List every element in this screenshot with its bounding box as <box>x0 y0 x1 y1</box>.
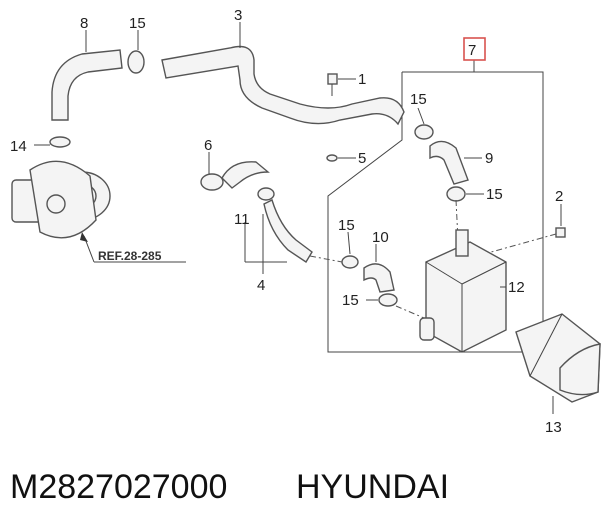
hose-9 <box>429 140 469 185</box>
bolt-1 <box>327 73 338 85</box>
callout-2: 2 <box>555 188 563 205</box>
highlight-box-7 <box>463 37 486 61</box>
callout-12: 12 <box>508 279 525 296</box>
pipe-3 <box>161 45 405 126</box>
callout-9: 9 <box>485 150 493 167</box>
callout-6: 6 <box>204 137 212 154</box>
nut-5 <box>326 154 338 162</box>
callout-5: 5 <box>358 150 366 167</box>
part-number: M2827027000 <box>10 468 227 506</box>
bolt-2 <box>555 227 566 238</box>
reference-label: REF.28-285 <box>98 249 162 263</box>
callout-15b: 15 <box>410 91 427 108</box>
callout-15a: 15 <box>129 15 146 32</box>
callout-1: 1 <box>358 71 366 88</box>
hose-4 <box>263 199 313 263</box>
clamp-15-lower <box>341 255 359 269</box>
callout-4: 4 <box>257 277 265 294</box>
callout-15e: 15 <box>342 292 359 309</box>
intercooler-12 <box>419 229 507 353</box>
clamp-15-bottom <box>378 293 398 307</box>
clamp-15-right <box>414 124 434 140</box>
callout-7: 7 <box>468 42 476 59</box>
clamp-15-top <box>127 50 145 74</box>
callout-13: 13 <box>545 419 562 436</box>
callout-10: 10 <box>372 229 389 246</box>
brand-name: HYUNDAI <box>296 468 449 506</box>
clamp-11 <box>257 187 275 201</box>
hose-10 <box>363 263 395 293</box>
callout-8: 8 <box>80 15 88 32</box>
clamp-15-mid <box>446 186 466 202</box>
callout-15d: 15 <box>338 217 355 234</box>
clamp-6 <box>200 173 224 191</box>
callout-11: 11 <box>234 211 250 228</box>
callout-15c: 15 <box>486 186 503 203</box>
callout-3: 3 <box>234 7 242 24</box>
air-duct-13 <box>515 313 601 403</box>
hose-11 <box>221 161 270 189</box>
hose-8 <box>51 49 123 121</box>
turbocharger <box>11 136 111 239</box>
assembly-outline <box>327 71 544 353</box>
callout-14: 14 <box>10 138 27 155</box>
